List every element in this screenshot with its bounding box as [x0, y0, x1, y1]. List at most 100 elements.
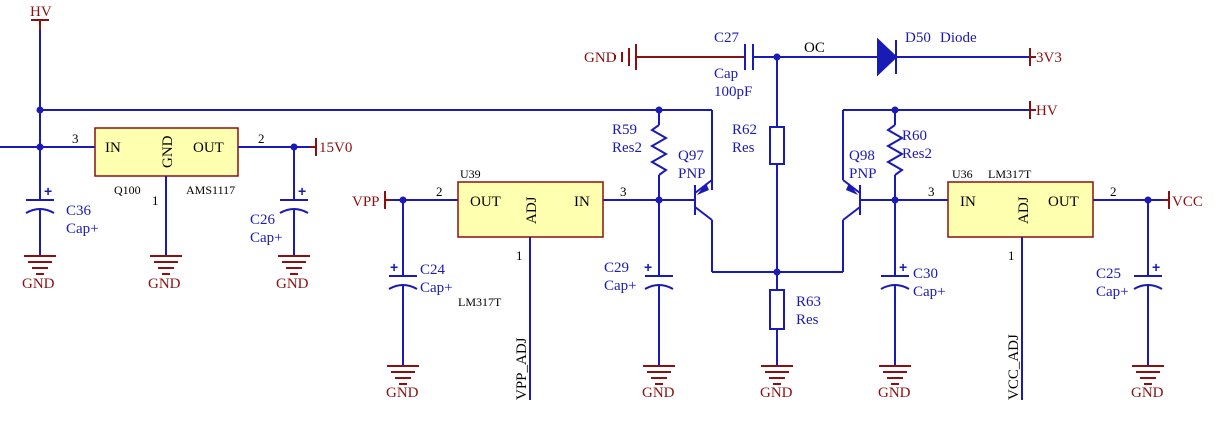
c27-extra: 100pF — [714, 84, 752, 100]
q100-out-label: OUT — [193, 140, 224, 156]
q100-regulator — [0, 110, 317, 255]
u36-part: LM317T — [988, 167, 1032, 181]
c25-plus: + — [1152, 259, 1160, 275]
gnd-symbol-r63 — [761, 365, 793, 385]
c30-capacitor — [880, 200, 910, 366]
c27-value: Cap — [714, 66, 738, 82]
u39-adj-label: ADJ — [524, 196, 540, 224]
q100-ref: Q100 — [114, 183, 141, 197]
r63-ref: R63 — [796, 294, 821, 310]
oc-net: OC — [804, 40, 825, 56]
gnd-symbol-c26 — [278, 255, 310, 275]
gnd-label-c25: GND — [1131, 385, 1164, 401]
c30-plus: + — [899, 259, 907, 275]
gnd-label-c27: GND — [584, 50, 617, 66]
r63-value: Res — [796, 312, 819, 328]
r60-value: Res2 — [902, 146, 932, 162]
u36-regulator — [947, 181, 1170, 400]
hv-label-right: HV — [1036, 103, 1058, 119]
c36-plus: + — [44, 183, 52, 199]
c36-ref: C36 — [66, 203, 92, 219]
c24-plus: + — [390, 259, 398, 275]
q98-ref: Q98 — [849, 148, 875, 164]
gnd-symbol-c24 — [387, 365, 419, 385]
gnd-label-r63: GND — [760, 385, 793, 401]
r62-resistor — [769, 57, 785, 290]
u36-pin1: 1 — [1008, 248, 1015, 263]
hv-label-left: HV — [30, 4, 52, 20]
c36-value: Cap+ — [66, 221, 99, 237]
u36-pin3: 3 — [928, 184, 935, 199]
c29-plus: + — [644, 259, 652, 275]
gnd-symbol-q100 — [150, 255, 182, 275]
r59-value: Res2 — [612, 140, 642, 156]
r60-ref: R60 — [902, 128, 927, 144]
r60-resistor — [885, 110, 905, 200]
c30-value: Cap+ — [913, 284, 946, 300]
gnd-label-q100: GND — [148, 276, 181, 292]
c25-value: Cap+ — [1096, 284, 1129, 300]
q98-type: PNP — [849, 166, 877, 182]
d50-value: Diode — [940, 30, 977, 46]
hv-rail-right — [842, 101, 1036, 180]
d50-diode — [877, 37, 1036, 77]
c26-plus: + — [298, 183, 306, 199]
u39-ref: U39 — [460, 167, 481, 181]
gnd-label-c26: GND — [276, 276, 309, 292]
c24-capacitor — [388, 200, 418, 366]
vpp-adj-net: VPP_ADJ — [514, 337, 530, 400]
u39-pin3: 3 — [620, 184, 627, 199]
vpp-label: VPP — [352, 194, 380, 210]
vcc-label: VCC — [1172, 194, 1203, 210]
q100-gnd-label: GND — [160, 135, 176, 168]
c27-ref: C27 — [714, 30, 740, 46]
c26-value: Cap+ — [250, 230, 283, 246]
u39-pin2: 2 — [436, 184, 443, 199]
u36-adj-label: ADJ — [1016, 196, 1032, 224]
gnd-symbol-c29 — [643, 365, 675, 385]
c29-capacitor — [644, 200, 674, 366]
r63-resistor — [769, 289, 785, 366]
c24-ref: C24 — [420, 262, 446, 278]
u36-ref: U36 — [952, 167, 973, 181]
gnd-symbol-c30 — [879, 365, 911, 385]
q100-part: AMS1117 — [186, 183, 235, 197]
r59-ref: R59 — [612, 122, 637, 138]
gnd-label-c30: GND — [878, 385, 911, 401]
c25-capacitor — [1133, 200, 1163, 366]
gnd-symbol-c25 — [1132, 365, 1164, 385]
u39-pin1: 1 — [516, 248, 523, 263]
q98-transistor — [842, 179, 948, 272]
gnd-symbol-c36 — [24, 255, 56, 275]
u36-in-label: IN — [960, 194, 976, 210]
c29-ref: C29 — [604, 260, 629, 276]
v15-label: 15V0 — [319, 140, 352, 156]
q97-ref: Q97 — [678, 148, 704, 164]
vcc-adj-net: VCC_ADJ — [1006, 334, 1022, 400]
c25-ref: C25 — [1096, 266, 1121, 282]
r62-value: Res — [732, 140, 755, 156]
v3v3-label: 3V3 — [1036, 50, 1062, 66]
q97-type: PNP — [678, 166, 706, 182]
q100-pin1: 1 — [152, 193, 159, 208]
u39-regulator — [384, 181, 695, 400]
c26-ref: C26 — [250, 212, 276, 228]
d50-ref: D50 — [905, 30, 931, 46]
u39-in-label: IN — [574, 194, 590, 210]
c27-capacitor — [614, 44, 878, 70]
q100-in-label: IN — [105, 140, 121, 156]
r62-ref: R62 — [732, 122, 757, 138]
u36-pin2: 2 — [1110, 184, 1117, 199]
q100-pin2: 2 — [258, 131, 265, 146]
gnd-label-c36: GND — [22, 276, 55, 292]
u39-out-label: OUT — [470, 194, 501, 210]
gnd-label-c29: GND — [642, 385, 675, 401]
r59-resistor — [649, 110, 669, 200]
c24-value: Cap+ — [420, 280, 453, 296]
q100-pin3: 3 — [72, 131, 79, 146]
u36-out-label: OUT — [1048, 194, 1079, 210]
u39-part: LM317T — [458, 295, 502, 309]
c26-capacitor — [279, 147, 309, 255]
gnd-label-c24: GND — [386, 385, 419, 401]
